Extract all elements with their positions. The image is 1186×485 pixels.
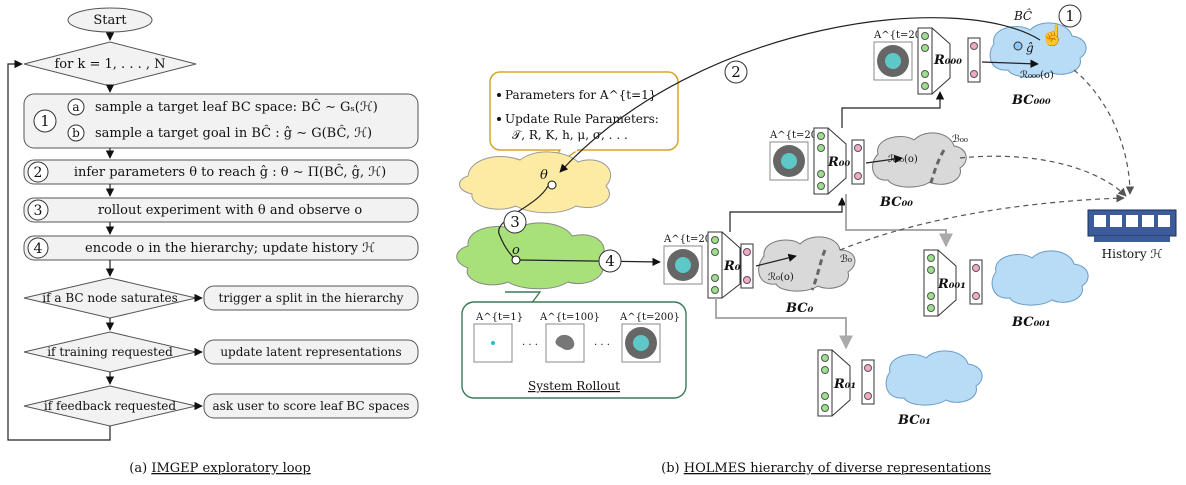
bc000-label: BC₀₀₀ (1011, 93, 1051, 108)
r0-frame-label: A^{t=200} (663, 234, 724, 245)
hand-pointer-icon: ☝ (1040, 23, 1065, 47)
marker-2: 2 (731, 63, 741, 81)
rollout-dots-2: · · · (594, 340, 610, 351)
action-box-3 (203, 393, 419, 419)
r01-encoder-in (817, 349, 833, 417)
marker-1: 1 (1065, 7, 1075, 25)
caption-b: (b) HOLMES hierarchy of diverse represen… (661, 461, 991, 476)
r000-encoder-out (967, 37, 981, 83)
theta-label: θ (540, 168, 548, 183)
bc01-label: BC₀₁ (897, 413, 931, 428)
action-label-1: trigger a split in the hierarchy (219, 291, 404, 305)
rollout-frame-label-3: A^{t=200} (619, 312, 680, 323)
step2-box (23, 159, 419, 185)
bc0-cloud (758, 236, 856, 292)
o-cloud (456, 222, 605, 290)
history-label: History ℋ (1102, 247, 1163, 261)
condition-label-3: if feedback requested (44, 399, 176, 413)
r001-label: R₀₀₁ (937, 277, 966, 292)
b0-label: ℬ₀ (840, 254, 852, 265)
rollout-frame-label-2: A^{t=100} (539, 312, 600, 323)
r000-encoder-in (917, 27, 933, 95)
bc000-cloud (989, 22, 1087, 78)
step1-marker: 1 (40, 112, 50, 130)
r00-label: R₀₀ (827, 155, 850, 170)
rollout-frame-label-1: A^{t=1} (475, 312, 523, 323)
step4-text: encode o in the hierarchy; update histor… (85, 241, 375, 256)
theta-cloud (459, 151, 612, 214)
step3-text: rollout experiment with θ and observe o (98, 203, 363, 218)
r0-label: R₀ (723, 259, 741, 274)
condition-label-2: if training requested (47, 345, 173, 359)
step1b-marker: b (72, 126, 80, 140)
r001-encoder-in (923, 249, 939, 317)
bc00-label: BC₀₀ (879, 195, 913, 210)
action-label-2: update latent representations (220, 345, 401, 359)
o-label: o (512, 243, 520, 258)
bubble-line-2: Update Rule Parameters: (505, 112, 659, 126)
r001-encoder-out (969, 259, 983, 305)
r000o-label: ℛ₀₀₀(o) (1020, 70, 1054, 81)
loop-label: for k = 1, . . . , N (55, 57, 166, 72)
action-box-2 (203, 339, 419, 365)
bc00-cloud (872, 132, 967, 188)
step1-box (23, 93, 419, 149)
bc-hat-label: BĈ (1013, 7, 1032, 23)
start-label: Start (93, 13, 127, 28)
action-label-3: ask user to score leaf BC spaces (213, 399, 410, 413)
bc0-label: BC₀ (785, 301, 814, 316)
condition-label-1: if a BC node saturates (42, 291, 178, 305)
r000-label: R₀₀₀ (933, 53, 962, 68)
r00-encoder-in (813, 127, 829, 195)
r01-label: R₀₁ (833, 377, 856, 392)
r00-encoder-out (851, 139, 865, 185)
bc01-cloud (885, 350, 983, 406)
bubble-line-3: 𝒯, R, K, h, μ, σ, . . . (512, 128, 628, 142)
r01-encoder-out (861, 359, 875, 405)
step1a-text: sample a target leaf BC space: BĈ ∼ Gₛ(ℋ… (95, 98, 378, 115)
r0-encoder-out (740, 243, 754, 289)
action-box-1 (203, 285, 419, 311)
step2-text: infer parameters θ to reach ĝ : θ ∼ Π(BĈ… (74, 163, 386, 180)
step4-box (23, 235, 419, 261)
parameter-bubble (489, 71, 679, 151)
g-hat-label: ĝ (1026, 41, 1034, 55)
marker-3: 3 (510, 213, 520, 231)
holmes-hierarchy-diagram: Parameters for A^{t=1} Update Rule Param… (456, 4, 1177, 476)
r0o-label: ℛ₀(o) (768, 272, 794, 283)
r00-frame-label: A^{t=200} (769, 130, 830, 141)
rollout-dots-1: · · · (522, 340, 538, 351)
rollout-label: System Rollout (528, 379, 620, 393)
r000-frame-label: A^{t=200} (873, 30, 934, 41)
step3-marker: 3 (34, 203, 43, 219)
bubble-line-1: Parameters for A^{t=1} (505, 88, 656, 102)
bc001-label: BC₀₀₁ (1011, 315, 1051, 330)
step1b-text: sample a target goal in BĈ : ĝ ∼ G(BĈ, ℋ… (95, 124, 372, 141)
history-memory-icon (1087, 209, 1177, 242)
r00o-label: ℛ₀₀(o) (888, 154, 918, 165)
b00-label: ℬ₀₀ (952, 134, 968, 145)
step2-marker: 2 (34, 165, 43, 181)
step3-box (23, 197, 419, 223)
imgep-loop-flowchart: Start for k = 1, . . . , N 1 a sample a … (7, 7, 419, 476)
step1a-marker: a (72, 100, 79, 114)
caption-a: (a) IMGEP exploratory loop (129, 461, 310, 476)
step4-marker: 4 (34, 241, 43, 257)
bc001-cloud (991, 250, 1089, 306)
marker-4: 4 (605, 252, 615, 270)
